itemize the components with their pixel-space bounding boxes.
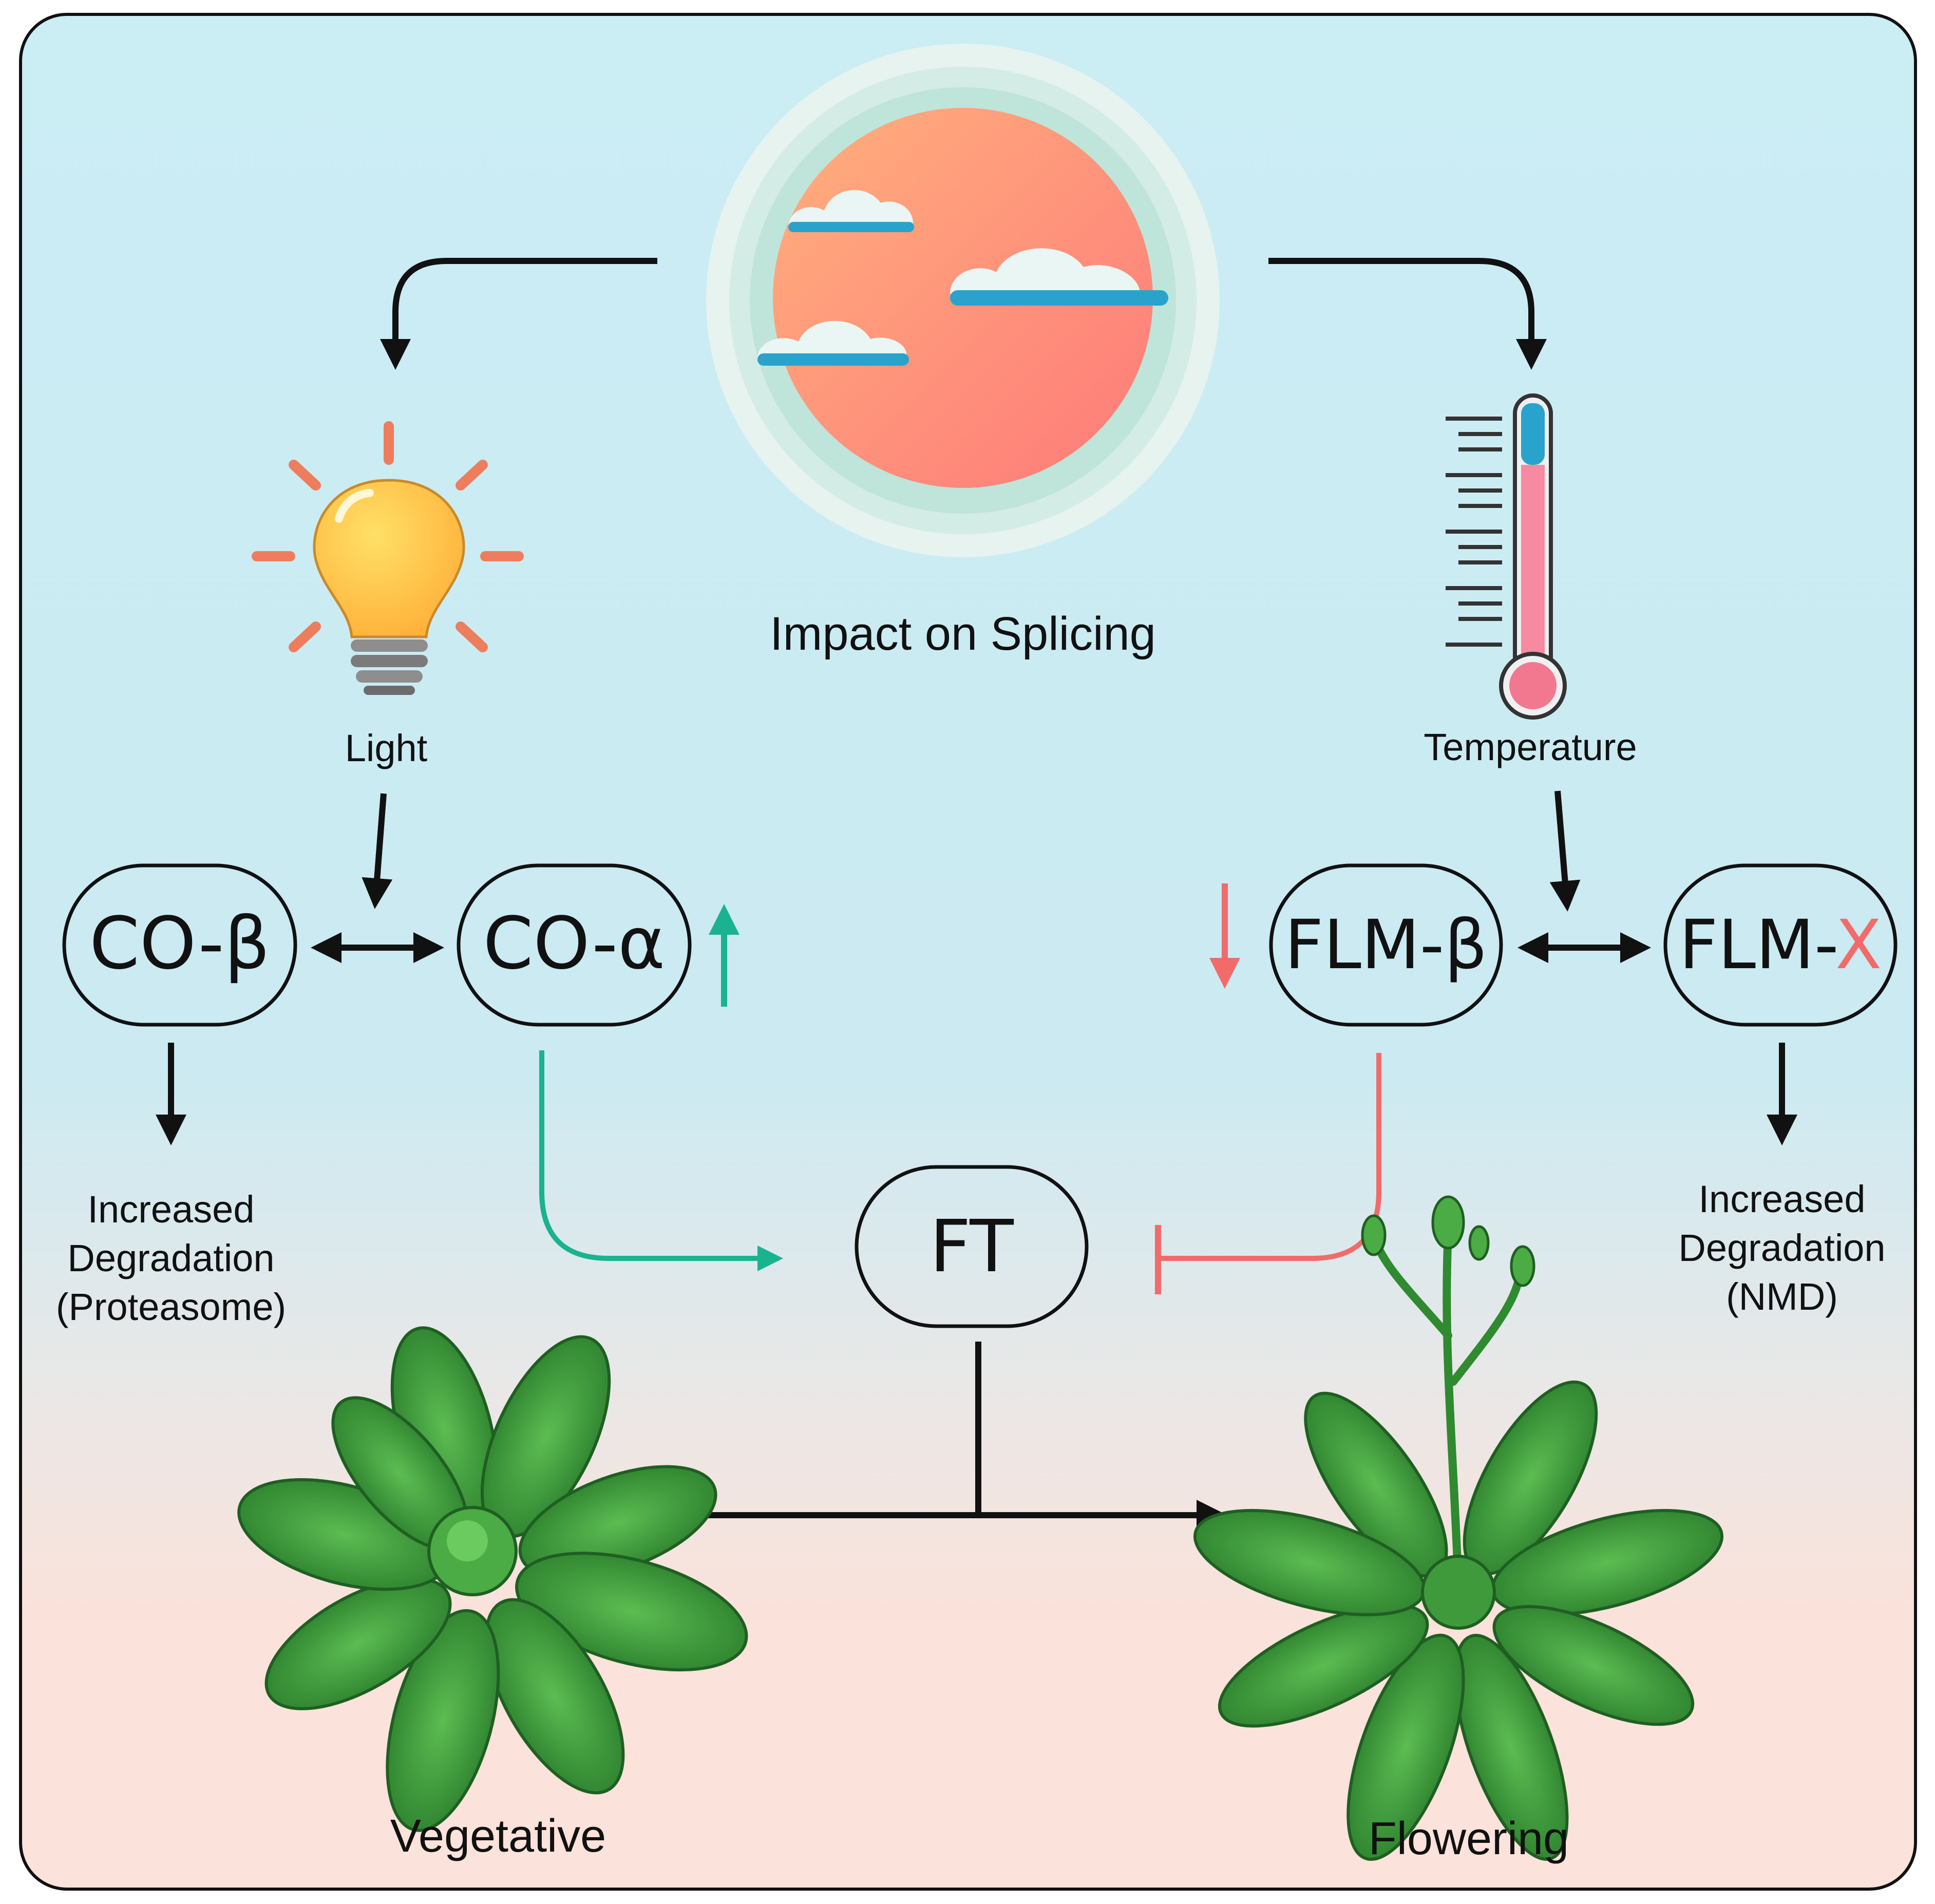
flm-x-prefix: FLM- bbox=[1679, 906, 1836, 985]
node-flm-beta: FLM-β bbox=[1269, 863, 1503, 1027]
cloud-icon bbox=[757, 321, 909, 366]
co-alpha-activates-ft-arrow bbox=[539, 1050, 783, 1271]
flm-x-degradation-text: Increased Degradation (NMD) bbox=[1678, 1178, 1885, 1318]
sun-to-light-arrow bbox=[380, 258, 657, 370]
light-to-co-arrow bbox=[362, 793, 393, 909]
node-co-beta: CO-β bbox=[62, 863, 297, 1027]
temperature-to-flm-arrow bbox=[1549, 790, 1581, 912]
vegetative-plant-icon bbox=[237, 1326, 748, 1832]
co-beta-suffix: β bbox=[224, 902, 270, 986]
flm-x-outcome-line: (NMD) bbox=[1726, 1275, 1838, 1318]
diagram-title: Impact on Splicing bbox=[770, 608, 1156, 660]
node-co-alpha: CO-α bbox=[457, 863, 692, 1027]
sun-to-temperature-arrow bbox=[1268, 258, 1547, 370]
flm-x-outcome-line: Degradation bbox=[1678, 1227, 1885, 1269]
co-beta-prefix: CO- bbox=[89, 902, 224, 986]
svg-text:FLM-β: FLM-β bbox=[1284, 906, 1487, 985]
node-ft: FT bbox=[855, 1165, 1089, 1328]
thermometer-icon bbox=[1446, 393, 1567, 720]
co-beta-outcome-line: (Proteasome) bbox=[56, 1286, 286, 1328]
svg-text:CO-β: CO-β bbox=[89, 902, 270, 986]
flowering-label: Flowering bbox=[1369, 1813, 1569, 1864]
co-beta-outcome-line: Increased bbox=[88, 1188, 255, 1231]
svg-text:FLM-X: FLM-X bbox=[1679, 906, 1882, 985]
co-beta-degradation-text: Increased Degradation (Proteasome) bbox=[56, 1188, 286, 1328]
flm-beta-prefix: FLM- bbox=[1284, 906, 1444, 985]
co-alpha-suffix: α bbox=[618, 902, 665, 986]
flowering-plant-icon bbox=[1193, 1195, 1724, 1861]
cloud-icon bbox=[950, 248, 1168, 306]
node-flm-x: FLM-X bbox=[1663, 863, 1898, 1027]
flm-x-suffix: X bbox=[1835, 906, 1882, 985]
light-label: Light bbox=[345, 727, 428, 769]
ft-label: FT bbox=[929, 1205, 1014, 1289]
co-beta-outcome-line: Degradation bbox=[67, 1237, 274, 1279]
co-alpha-prefix: CO- bbox=[483, 902, 618, 986]
temperature-label: Temperature bbox=[1424, 726, 1637, 768]
flm-x-outcome-line: Increased bbox=[1699, 1178, 1866, 1220]
svg-text:CO-α: CO-α bbox=[483, 902, 666, 986]
flm-beta-suffix: β bbox=[1444, 906, 1487, 985]
vegetative-label: Vegetative bbox=[390, 1811, 606, 1862]
lightbulb-icon bbox=[252, 421, 524, 695]
diagram-frame bbox=[19, 13, 1917, 1891]
sun-icon bbox=[706, 44, 1220, 557]
cloud-icon bbox=[788, 190, 914, 232]
